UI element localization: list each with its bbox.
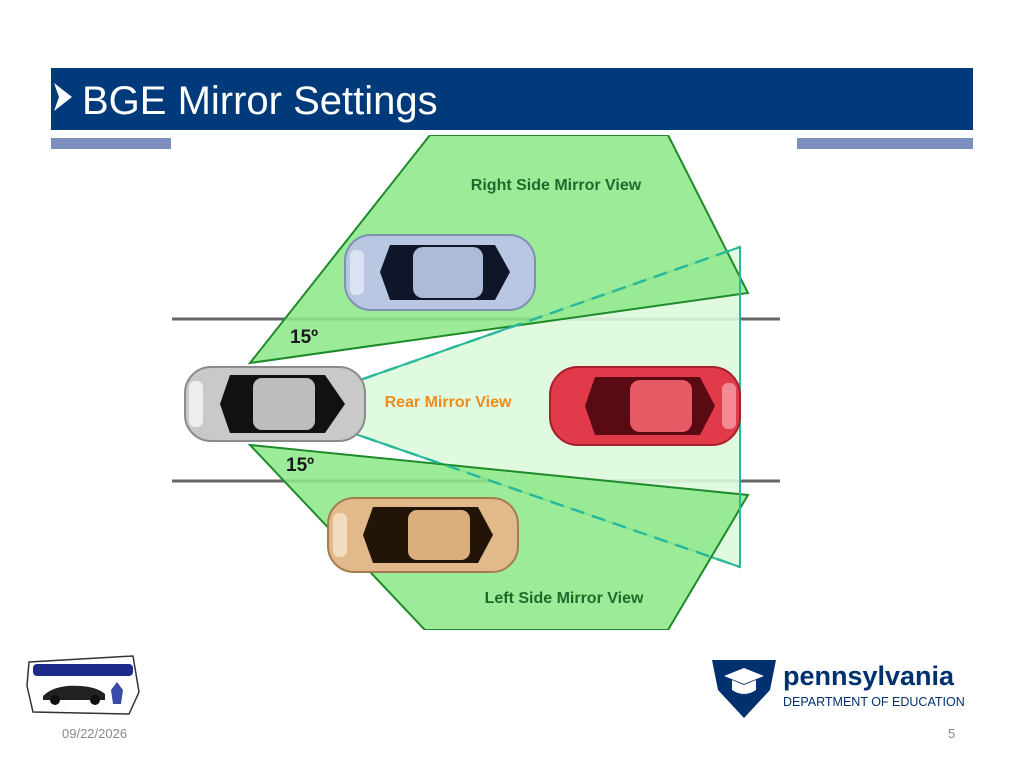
car-blue <box>344 234 536 311</box>
title-bar <box>51 68 973 130</box>
rear-dashed-bottom <box>279 406 741 569</box>
rear-dashed-top <box>279 245 741 410</box>
label-right-side-view: Right Side Mirror View <box>471 177 642 194</box>
pa-name: pennsylvania <box>783 661 955 691</box>
label-rear-view: Rear Mirror View <box>385 394 512 411</box>
chevron-right-icon <box>54 83 72 111</box>
page-number: 5 <box>948 726 956 741</box>
car-gray <box>184 366 366 442</box>
label-angle-bottom: 15º <box>286 455 314 476</box>
slide-title: BGE Mirror Settings <box>82 79 438 123</box>
label-angle-top: 15º <box>290 327 318 348</box>
driving-century-logo <box>26 655 140 715</box>
pa-department: DEPARTMENT OF EDUCATION <box>783 695 965 709</box>
footer-date: 09/22/2026 <box>62 726 128 741</box>
accent-bar-right <box>797 138 973 149</box>
car-tan <box>327 497 519 573</box>
car-red <box>549 366 741 446</box>
pa-keystone-logo <box>712 660 776 718</box>
accent-bar-left <box>51 138 171 149</box>
label-left-side-view: Left Side Mirror View <box>485 590 644 607</box>
mirror-diagram: Right Side Mirror View Rear Mirror View … <box>172 135 780 630</box>
